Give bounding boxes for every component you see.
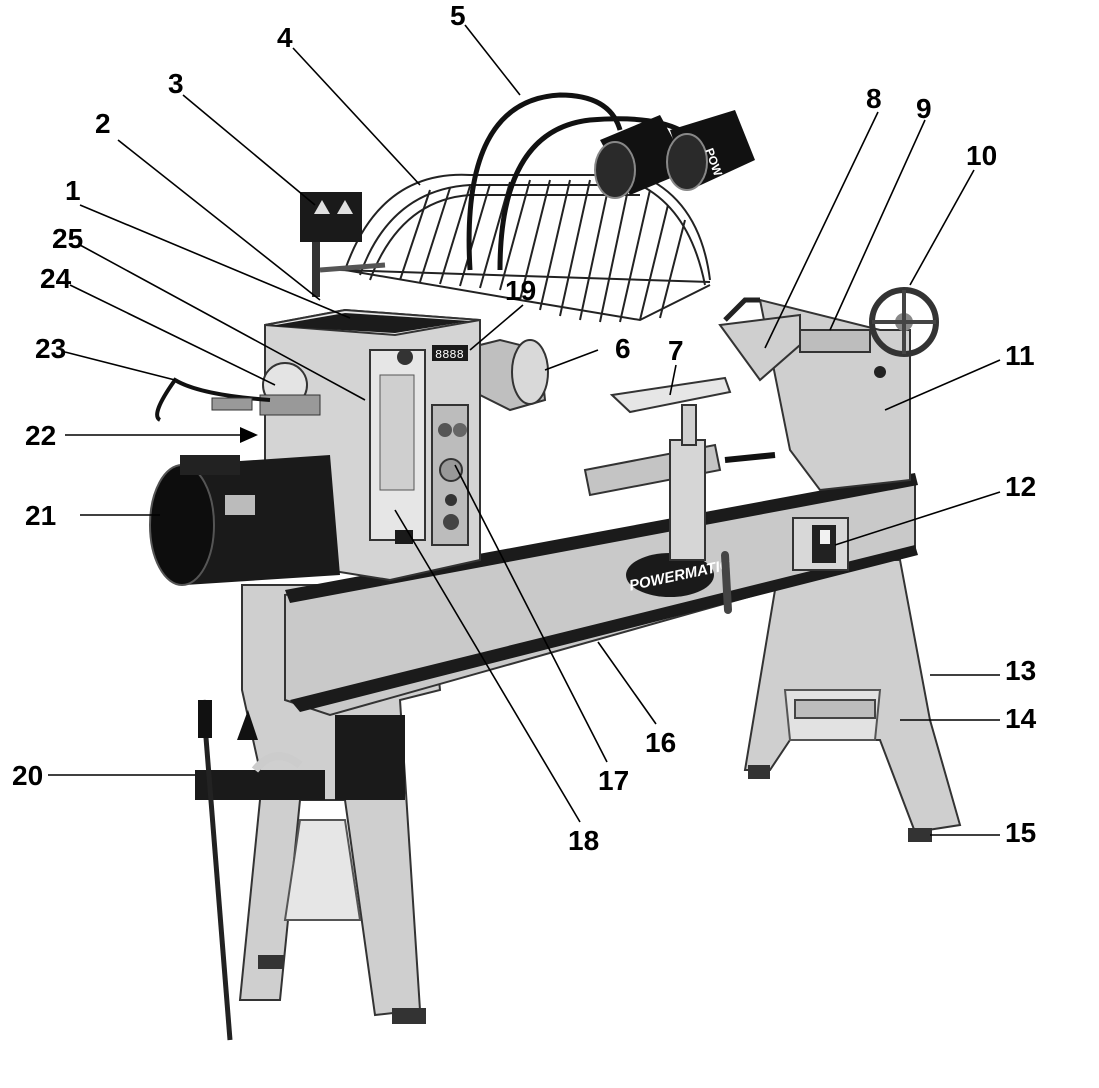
- leader-lines: [48, 24, 1001, 836]
- callout-5: 5: [450, 0, 466, 31]
- tailstock: [718, 287, 939, 492]
- callout-12: 12: [1005, 471, 1036, 502]
- leg-handle: [794, 699, 876, 719]
- remote-cord: [155, 377, 271, 422]
- digital-readout-text: 8888: [435, 348, 464, 362]
- leader-23: [64, 351, 176, 381]
- lamps: POW: [466, 92, 755, 271]
- callout-7: 7: [668, 335, 684, 366]
- start-button[interactable]: [439, 458, 463, 482]
- callout-17: 17: [598, 765, 629, 796]
- right-leg: [743, 559, 962, 842]
- callout-labels: 1 2 3 4 5 6 7 8 9 10 11 12 13 14 15 16 1…: [12, 0, 1037, 856]
- leader-18: [394, 509, 581, 823]
- callout-14: 14: [1005, 703, 1037, 734]
- callout-3: 3: [168, 68, 184, 99]
- callout-20: 20: [12, 760, 43, 791]
- lamp-left: [594, 115, 690, 199]
- callout-6: 6: [615, 333, 631, 364]
- leader-12: [834, 491, 1001, 546]
- callout-18: 18: [568, 825, 599, 856]
- callout-4: 4: [277, 22, 293, 53]
- quill: [799, 329, 871, 353]
- callout-1: 1: [65, 175, 81, 206]
- leader-25: [79, 244, 366, 401]
- lamp-right: POW: [666, 110, 755, 191]
- callout-15: 15: [1005, 817, 1036, 848]
- callout-21: 21: [25, 500, 56, 531]
- brand-badge: [626, 553, 714, 597]
- warning-label: [335, 715, 405, 800]
- leader-4: [292, 47, 421, 186]
- callout-19: 19: [505, 275, 536, 306]
- tool-rest: [609, 376, 732, 414]
- faceplate: [511, 339, 549, 405]
- lathe-bed: POWERMATIC: [284, 473, 918, 717]
- motor: [149, 455, 340, 586]
- leader-6: [544, 349, 599, 371]
- leveling-foot-rear: [748, 765, 770, 779]
- leader-17: [454, 464, 608, 763]
- leader-16: [597, 641, 657, 725]
- leader-24: [69, 284, 276, 386]
- callout-23: 23: [35, 333, 66, 364]
- callout-13: 13: [1005, 655, 1036, 686]
- leader-5: [464, 24, 521, 96]
- digital-readout: [432, 345, 468, 361]
- callout-8: 8: [866, 83, 882, 114]
- leveling-foot: [908, 828, 932, 842]
- callout-22: 22: [25, 420, 56, 451]
- tool-rest-assembly: [583, 376, 776, 614]
- leader-7: [669, 364, 677, 396]
- leader-8: [764, 111, 879, 349]
- leader-1: [79, 204, 351, 319]
- callout-9: 9: [916, 93, 932, 124]
- leader-11: [884, 359, 1001, 411]
- callout-2: 2: [95, 108, 111, 139]
- leader-22-arrowhead: [240, 427, 258, 443]
- leader-3: [182, 94, 316, 206]
- callout-11: 11: [1005, 340, 1035, 371]
- callout-16: 16: [645, 727, 676, 758]
- leader-10: [909, 169, 975, 286]
- callout-10: 10: [966, 140, 997, 171]
- cord-plug: [211, 397, 253, 411]
- leader-9: [829, 119, 926, 331]
- leader-19: [469, 304, 524, 351]
- leader-2: [117, 139, 321, 301]
- callout-24: 24: [40, 263, 72, 294]
- gooseneck-arm: [466, 92, 623, 271]
- remote-control-box: [300, 192, 386, 297]
- safety-shield: [339, 173, 711, 323]
- tool-holder: [195, 699, 325, 1041]
- callout-25: 25: [52, 223, 83, 254]
